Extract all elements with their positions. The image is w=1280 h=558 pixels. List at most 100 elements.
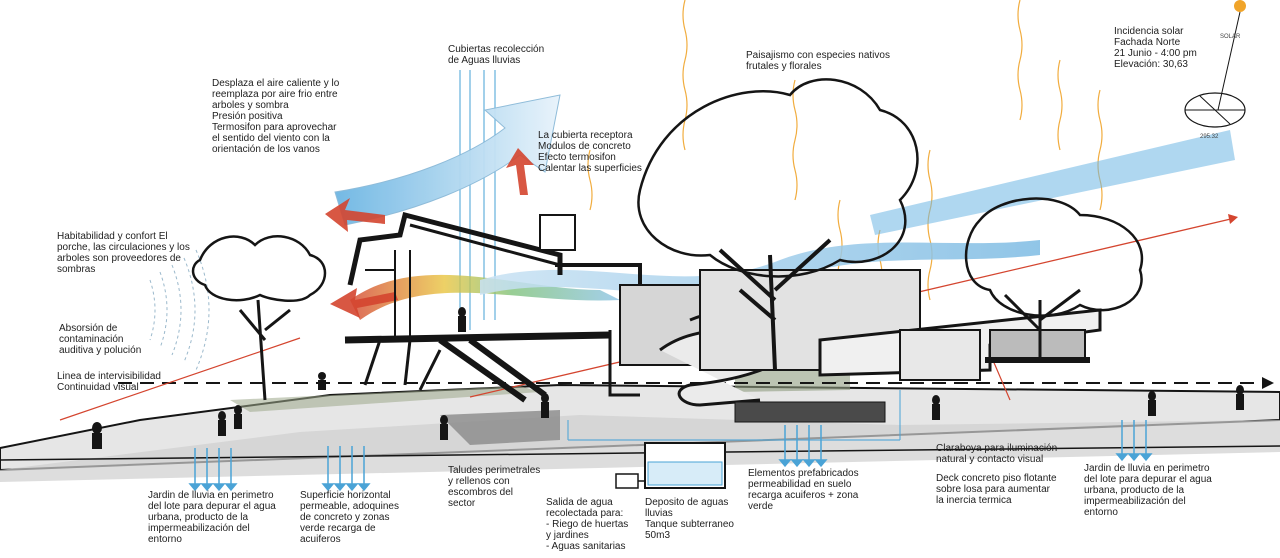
- pump-icon: [615, 473, 639, 489]
- label-line: Termosifon para aprovechar: [212, 122, 337, 133]
- label-line: Elevación: 30,63: [1114, 59, 1188, 70]
- label-line: Jardin de lluvia en perimetro: [1084, 463, 1210, 474]
- label-line: contaminación: [59, 334, 124, 345]
- label-line: Desplaza el aire caliente y lo: [212, 78, 340, 89]
- label-line: Jardin de lluvia en perimetro: [148, 490, 274, 501]
- sun-rays: [587, 0, 1103, 351]
- label-taludes: Taludes perimetrales y rellenos con esco…: [448, 465, 558, 509]
- label-line: sombras: [57, 264, 96, 275]
- label-salida: Salida de agua recolectada para: - Riego…: [546, 497, 646, 552]
- sound-waves: [149, 249, 210, 371]
- label-line: orientación de los vanos: [212, 144, 320, 155]
- label-jardin-der: Jardin de lluvia en perimetro del lote p…: [1084, 463, 1224, 518]
- label-line: Tanque subterraneo: [645, 519, 734, 530]
- people: [92, 307, 1244, 449]
- label-line: 50m3: [645, 530, 671, 541]
- label-line: de concreto y zonas: [300, 512, 390, 523]
- label-line: acuiferos: [300, 534, 341, 545]
- label-line: Linea de intervisibilidad: [57, 371, 161, 382]
- label-line: y jardines: [546, 530, 589, 541]
- label-sun-top: SOLAR: [1220, 34, 1241, 40]
- label-line: urbana, producto de la: [1084, 485, 1185, 496]
- green-strip: [230, 386, 540, 412]
- label-line: arboles y sombra: [212, 100, 289, 111]
- label-claraboya: Claraboya para iluminación natural y con…: [936, 443, 1066, 465]
- label-line: porche, las circulaciones y los: [57, 242, 190, 253]
- wind-arrow-right: [870, 130, 1235, 235]
- airflow-band: [480, 240, 1040, 295]
- label-line: Efecto termosifon: [538, 152, 616, 163]
- label-line: 21 Junio - 4:00 pm: [1114, 48, 1197, 59]
- label-line: La cubierta receptora: [538, 130, 633, 141]
- label-line: arboles son proveedores de: [57, 253, 181, 264]
- label-line: natural y contacto visual: [936, 454, 1044, 465]
- label-line: lluvias: [645, 508, 673, 519]
- label-line: y rellenos con: [448, 476, 510, 487]
- label-line: Cubiertas recolección: [448, 44, 545, 55]
- label-line: entorno: [148, 534, 182, 545]
- label-line: del lote para depurar el agua: [148, 501, 276, 512]
- label-sun-azimuth: 295.32: [1200, 134, 1219, 140]
- label-line: impermeabilización del: [148, 523, 250, 534]
- label-line: Elementos prefabricados: [748, 468, 859, 479]
- hot-air-arrows: [325, 148, 534, 318]
- building: [344, 211, 1102, 423]
- label-line: Modulos de concreto: [538, 141, 631, 152]
- label-line: Absorsión de: [59, 323, 118, 334]
- label-line: la inercia termica: [936, 495, 1012, 506]
- water-tank-fill: [647, 461, 723, 486]
- label-line: reemplaza por aire frio entre: [212, 89, 338, 100]
- label-cubierta-receptora: La cubierta receptora Modulos de concret…: [538, 130, 658, 174]
- label-cubiertas: Cubiertas recolección de Aguas lluvias: [448, 44, 568, 66]
- label-line: Superficie horizontal: [300, 490, 391, 501]
- label-line: recolectada para:: [546, 508, 624, 519]
- label-intervisibilidad: Linea de intervisibilidad Continuidad vi…: [57, 371, 167, 393]
- label-elementos: Elementos prefabricados permeabilidad en…: [748, 468, 873, 512]
- label-desplaza: Desplaza el aire caliente y lo reemplaza…: [212, 78, 372, 155]
- label-line: Incidencia solar: [1114, 26, 1184, 37]
- wind-arrow-big: [334, 94, 561, 226]
- label-line: frutales y florales: [746, 61, 822, 72]
- label-line: el sentido del viento con la: [212, 133, 330, 144]
- label-line: sobre losa para aumentar: [936, 484, 1050, 495]
- soil-line: [0, 445, 1280, 461]
- label-line: Deck concreto piso flotante: [936, 473, 1057, 484]
- label-line: - Riego de huertas: [546, 519, 629, 530]
- label-line: auditiva y polución: [59, 345, 142, 356]
- label-line: Deposito de aguas: [645, 497, 729, 508]
- label-line: urbana, producto de la: [148, 512, 249, 523]
- label-line: verde: [748, 501, 774, 512]
- label-deposito: Deposito de aguas lluvias Tanque subterr…: [645, 497, 745, 541]
- label-line: entorno: [1084, 507, 1118, 518]
- trees: [191, 78, 1144, 401]
- label-line: de Aguas lluvias: [448, 55, 521, 66]
- label-line: Salida de agua: [546, 497, 613, 508]
- label-line: permeable, adoquines: [300, 501, 399, 512]
- label-absorcion: Absorsión de contaminación auditiva y po…: [59, 323, 169, 356]
- label-line: verde recarga de: [300, 523, 376, 534]
- label-line: permeabilidad en suelo: [748, 479, 852, 490]
- heat-flow: [350, 274, 620, 320]
- label-line: sector: [448, 498, 476, 509]
- label-line: escombros del: [448, 487, 514, 498]
- label-habitabilidad: Habitabilidad y confort El porche, las c…: [57, 231, 195, 275]
- label-line: Habitabilidad y confort El: [57, 231, 168, 242]
- ground-shading: [0, 415, 1280, 482]
- gravel-left: [440, 410, 560, 445]
- label-line: recarga acuiferos + zona: [748, 490, 859, 501]
- label-line: del lote para depurar el agua: [1084, 474, 1212, 485]
- label-line: Claraboya para iluminación: [936, 443, 1058, 454]
- label-line: Taludes perimetrales: [448, 465, 541, 476]
- label-line: - Aguas sanitarias: [546, 541, 626, 552]
- label-line: Continuidad visual: [57, 382, 139, 393]
- label-line: Fachada Norte: [1114, 37, 1181, 48]
- label-deck: Deck concreto piso flotante sobre losa p…: [936, 473, 1066, 506]
- label-jardin-izq: Jardin de lluvia en perimetro del lote p…: [148, 490, 288, 545]
- label-line: Paisajismo con especies nativos: [746, 50, 890, 61]
- label-paisajismo: Paisajismo con especies nativos frutales…: [746, 50, 906, 72]
- label-line: Calentar las superficies: [538, 163, 642, 174]
- label-superficie: Superficie horizontal permeable, adoquin…: [300, 490, 412, 545]
- label-line: impermeabilización del: [1084, 496, 1186, 507]
